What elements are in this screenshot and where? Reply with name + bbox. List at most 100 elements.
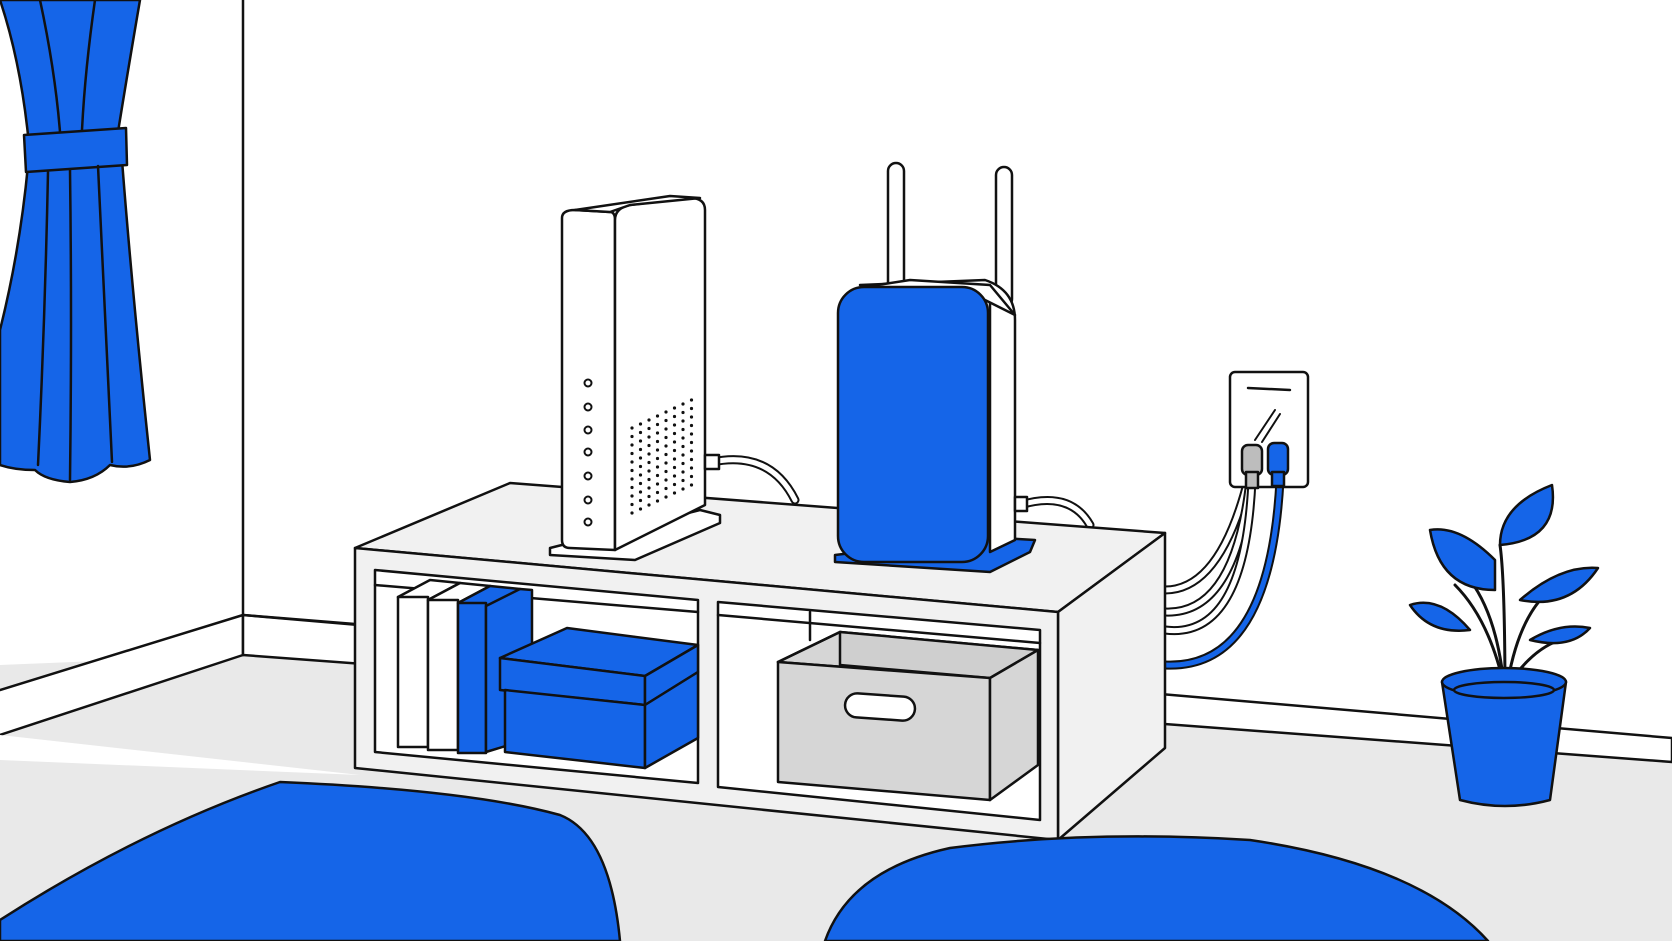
vent-dot bbox=[655, 431, 660, 435]
vent-dot bbox=[655, 473, 660, 478]
vent-dot bbox=[689, 423, 694, 428]
vent-dot bbox=[638, 422, 643, 426]
vent-dot bbox=[664, 469, 668, 474]
vent-dot bbox=[681, 453, 685, 457]
vent-dot bbox=[689, 398, 694, 402]
vent-dot bbox=[664, 435, 668, 440]
vent-dot bbox=[664, 461, 668, 465]
vent-dot bbox=[638, 430, 643, 435]
vent-dot bbox=[638, 456, 643, 460]
vent-dot bbox=[630, 494, 634, 498]
plant-icon bbox=[1408, 483, 1600, 808]
vent-dot bbox=[689, 440, 694, 445]
vent-dot bbox=[630, 443, 634, 447]
vent-dot bbox=[655, 422, 660, 427]
vent-dot bbox=[647, 486, 651, 490]
vent-dot bbox=[681, 444, 685, 449]
vent-dot bbox=[647, 477, 651, 482]
vent-dot bbox=[630, 511, 634, 515]
vent-dot bbox=[681, 487, 685, 491]
vent-dot bbox=[638, 490, 643, 494]
vent-dot bbox=[664, 495, 668, 499]
router-icon bbox=[703, 161, 1037, 574]
router-antenna-left bbox=[886, 161, 906, 295]
vent-dot bbox=[672, 431, 677, 436]
vent-dot bbox=[664, 427, 668, 431]
vent-dot bbox=[655, 499, 660, 503]
vent-dot bbox=[638, 447, 643, 452]
plant-pot bbox=[1440, 680, 1568, 808]
vent-dot bbox=[638, 507, 643, 511]
vent-dot bbox=[672, 448, 677, 453]
vent-dot bbox=[647, 452, 651, 456]
vent-dot bbox=[664, 486, 668, 491]
vent-dot bbox=[672, 457, 677, 461]
vent-dot bbox=[647, 426, 651, 431]
vent-dot bbox=[672, 465, 677, 470]
vent-dot bbox=[655, 414, 660, 418]
cushion-right bbox=[823, 835, 1490, 941]
cables bbox=[707, 455, 1285, 670]
vent-dot bbox=[664, 418, 668, 423]
vent-dot bbox=[672, 440, 677, 444]
vent-dot bbox=[672, 406, 677, 410]
vent-dot bbox=[655, 490, 660, 495]
vent-dot bbox=[664, 452, 668, 457]
vent-dot bbox=[630, 426, 634, 430]
vent-dot bbox=[681, 402, 685, 406]
wall-outlet-icon bbox=[1228, 370, 1310, 490]
vent-dot bbox=[681, 470, 685, 474]
vent-dot bbox=[647, 494, 651, 499]
vent-dot bbox=[638, 481, 643, 486]
vent-dot bbox=[689, 483, 694, 487]
vent-dot bbox=[655, 482, 660, 486]
vent-dot bbox=[630, 468, 634, 473]
vent-dot bbox=[647, 469, 651, 473]
vent-dot bbox=[672, 491, 677, 495]
vent-dot bbox=[681, 461, 685, 466]
vent-dot bbox=[689, 457, 694, 462]
vent-dot bbox=[664, 444, 668, 448]
vent-dot bbox=[681, 410, 685, 415]
vent-dot bbox=[630, 434, 634, 439]
vent-dot bbox=[689, 432, 694, 436]
curtain bbox=[0, 0, 152, 484]
floor-shine bbox=[0, 735, 360, 775]
vent-dot bbox=[638, 473, 643, 477]
vent-dot bbox=[647, 435, 651, 439]
router-front-panel bbox=[836, 285, 990, 564]
vent-dot bbox=[655, 448, 660, 452]
vent-dot bbox=[681, 436, 685, 440]
vent-dot bbox=[638, 464, 643, 469]
foreground-cushions bbox=[0, 780, 1490, 941]
curtain-lower bbox=[0, 158, 152, 484]
vent-dot bbox=[630, 502, 634, 507]
vent-dot bbox=[681, 478, 685, 483]
modem-status-lights bbox=[583, 378, 593, 527]
vent-dot bbox=[630, 451, 634, 456]
vent-dot bbox=[655, 439, 660, 444]
vent-dot bbox=[672, 474, 677, 478]
vent-dot bbox=[630, 477, 634, 481]
modem-vents bbox=[630, 398, 694, 515]
vent-dot bbox=[689, 406, 694, 411]
blue-storage-box bbox=[498, 626, 700, 770]
vent-dot bbox=[681, 427, 685, 432]
cushion-left bbox=[0, 780, 622, 941]
vent-dot bbox=[689, 449, 694, 453]
vent-dot bbox=[681, 419, 685, 423]
vent-dot bbox=[664, 410, 668, 414]
vent-dot bbox=[672, 482, 677, 487]
vent-dot bbox=[638, 439, 643, 443]
vent-dot bbox=[655, 456, 660, 461]
gray-storage-bin bbox=[776, 630, 1040, 802]
vent-dot bbox=[664, 478, 668, 482]
vent-dot bbox=[689, 466, 694, 470]
vent-dot bbox=[689, 474, 694, 479]
vent-dot bbox=[689, 415, 694, 419]
vent-dot bbox=[630, 485, 634, 490]
vent-dot bbox=[647, 503, 651, 507]
vent-dot bbox=[638, 498, 643, 503]
vent-dot bbox=[655, 465, 660, 469]
